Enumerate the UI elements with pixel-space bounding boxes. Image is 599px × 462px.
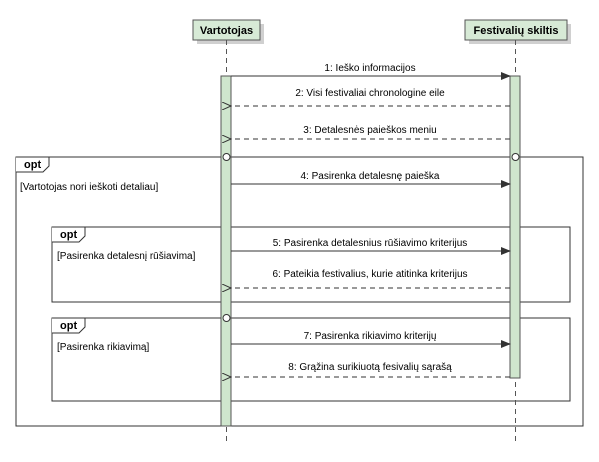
- gate-system-outer: [511, 153, 520, 161]
- message-6-label: 6: Pateikia festivalius, kurie atitinka …: [272, 269, 467, 280]
- participant-system: Festivalių skiltis: [464, 19, 571, 44]
- fragment-order: opt [Pasirenka rikiavimą]: [51, 317, 571, 402]
- gate-user-order: [222, 314, 231, 322]
- message-3-label: 3: Detalesnės paieškos meniu: [303, 125, 436, 136]
- activation-system: [509, 75, 521, 379]
- fragment-outer-keyword: opt: [24, 159, 41, 171]
- message-1-label: 1: Ieško informacijos: [324, 63, 415, 74]
- fragment-order-guard: [Pasirenka rikiavimą]: [57, 342, 149, 353]
- participant-user: Vartotojas: [192, 19, 264, 44]
- message-2: 2: Visi festivaliai chronologine eile: [231, 88, 510, 106]
- message-4: 4: Pasirenka detalesnę paieška: [231, 171, 511, 188]
- message-8-label: 8: Grąžina surikiuotą fesivalių sąrašą: [288, 362, 452, 373]
- fragment-order-keyword: opt: [60, 320, 77, 332]
- fragment-sort-guard: [Pasirenka detalesnį rūšiavima]: [57, 251, 196, 262]
- message-5: 5: Pasirenka detalesnius rūšiavimo krite…: [231, 238, 511, 255]
- participant-user-label: Vartotojas: [200, 25, 253, 37]
- participant-system-label: Festivalių skiltis: [474, 25, 559, 37]
- message-8: 8: Grąžina surikiuotą fesivalių sąrašą: [231, 362, 510, 377]
- activation-user: [220, 75, 232, 427]
- message-3: 3: Detalesnės paieškos meniu: [231, 125, 510, 139]
- message-1: 1: Ieško informacijos: [231, 63, 511, 80]
- fragment-sort-keyword: opt: [60, 229, 77, 241]
- fragment-outer-guard: [Vartotojas nori ieškoti detaliau]: [20, 182, 158, 193]
- fragment-outer: opt [Vartotojas nori ieškoti detaliau]: [15, 156, 584, 427]
- message-7-label: 7: Pasirenka rikiavimo kriterijų: [304, 331, 437, 342]
- fragment-sort: opt [Pasirenka detalesnį rūšiavima]: [51, 226, 571, 303]
- message-4-label: 4: Pasirenka detalesnę paieška: [301, 171, 440, 182]
- message-6: 6: Pateikia festivalius, kurie atitinka …: [231, 269, 510, 288]
- message-5-label: 5: Pasirenka detalesnius rūšiavimo krite…: [273, 238, 468, 249]
- gate-user-outer: [222, 153, 231, 161]
- message-2-label: 2: Visi festivaliai chronologine eile: [295, 88, 445, 99]
- message-7: 7: Pasirenka rikiavimo kriterijų: [231, 331, 511, 348]
